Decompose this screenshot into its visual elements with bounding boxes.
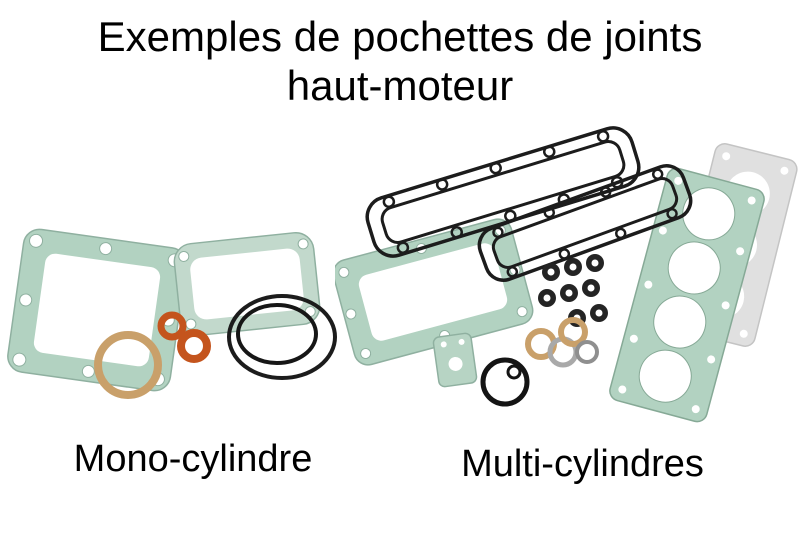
four-cylinder-head-gasket-icon	[609, 167, 765, 423]
small-plate-gasket-icon	[432, 332, 478, 388]
large-o-ring-icon	[480, 357, 530, 407]
copper-washer-icon	[94, 331, 162, 399]
washers-icon	[525, 317, 599, 368]
head-cover-gasket-icon	[173, 231, 321, 337]
multi-cylinder-label: Multi-cylindres	[461, 443, 704, 485]
multi-cylinder-gasket-photo	[335, 126, 798, 423]
o-rings-icon	[227, 294, 337, 380]
cam-cover-gasket-icon	[477, 164, 693, 282]
mono-cylinder-label: Mono-cylindre	[73, 438, 313, 480]
exhaust-gaskets-icon	[157, 311, 211, 363]
title-line-2: haut-moteur	[286, 62, 514, 110]
title-line-1: Exemples de pochettes de joints	[97, 13, 703, 60]
page-title: Exemples de pochettes de joints haut-mot…	[0, 12, 800, 110]
valve-stem-seals-icon	[538, 254, 608, 327]
mono-cylinder-gasket-photo	[7, 228, 337, 399]
